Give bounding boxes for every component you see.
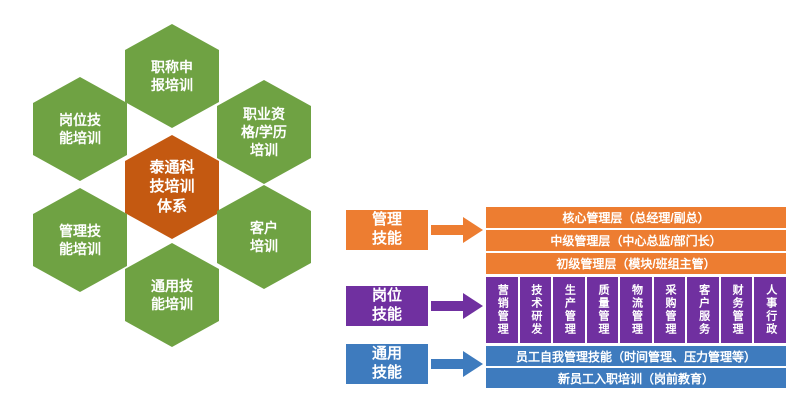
position-column-label: 技术研发 [529, 284, 542, 336]
management-row-core: 核心管理层（总经理/副总） [486, 207, 786, 228]
hexagon-label: 客户 培训 [250, 219, 278, 254]
position-column-label: 物流管理 [630, 284, 643, 336]
position-column-label: 人事行政 [764, 284, 777, 336]
position-column-logistics: 物流管理 [620, 277, 652, 343]
position-column-rnd: 技术研发 [519, 277, 552, 343]
position-column-hr-admin: 人事行政 [754, 277, 786, 343]
arrow-right-icon [431, 293, 483, 319]
hexagon-center-training-system: 泰通科 技培训 体系 [125, 135, 219, 239]
hexagon-label: 管理技 能培训 [59, 222, 101, 257]
general-row-onboarding: 新员工入职培训（岗前教育） [486, 368, 786, 388]
arrow-right-icon [431, 217, 483, 243]
hexagon-label: 职业资 格/学历 培训 [241, 105, 287, 159]
position-column-label: 营销管理 [496, 284, 509, 336]
category-label: 管理 技能 [371, 211, 402, 247]
hexagon-general-skill-training: 通用技 能培训 [125, 243, 219, 347]
general-row-self-management: 员工自我管理技能（时间管理、压力管理等） [486, 346, 786, 366]
hexagon-job-skill-training: 岗位技 能培训 [33, 77, 127, 181]
hexagon-title-application-training: 职称申 报培训 [125, 24, 219, 128]
position-column-finance: 财务管理 [720, 277, 753, 343]
position-column-quality: 质量管理 [586, 277, 619, 343]
position-column-label: 质量管理 [596, 284, 609, 336]
category-label: 通用 技能 [371, 345, 402, 381]
position-column-label: 采购管理 [664, 284, 677, 336]
position-column-customer-service: 客户服务 [687, 277, 719, 343]
position-column-label: 生产管理 [563, 284, 576, 336]
category-label: 岗位 技能 [371, 287, 402, 323]
hexagon-management-skill-training: 管理技 能培训 [33, 188, 127, 292]
hexagon-customer-training: 客户 培训 [217, 185, 311, 289]
hexagon-label: 泰通科 技培训 体系 [149, 158, 195, 215]
position-column-label: 客户服务 [697, 284, 710, 336]
general-rows: 员工自我管理技能（时间管理、压力管理等） 新员工入职培训（岗前教育） [486, 346, 786, 390]
management-row-junior: 初级管理层（模块/班组主管） [486, 253, 786, 274]
position-columns: 营销管理 技术研发 生产管理 质量管理 物流管理 采购管理 客户服务 财务管理 … [486, 277, 786, 343]
category-general-skills: 通用 技能 [346, 344, 428, 384]
hexagon-label: 职称申 报培训 [151, 58, 193, 93]
management-rows: 核心管理层（总经理/副总） 中级管理层（中心总监/部门长） 初级管理层（模块/班… [486, 207, 786, 276]
category-management-skills: 管理 技能 [346, 210, 428, 250]
position-column-label: 财务管理 [731, 284, 744, 336]
arrow-right-icon [431, 351, 483, 377]
position-column-marketing: 营销管理 [486, 277, 518, 343]
hexagon-qualification-training: 职业资 格/学历 培训 [217, 80, 311, 184]
hexagon-label: 通用技 能培训 [151, 277, 193, 312]
management-row-middle: 中级管理层（中心总监/部门长） [486, 230, 786, 251]
category-position-skills: 岗位 技能 [346, 286, 428, 326]
position-column-procurement: 采购管理 [653, 277, 686, 343]
position-column-production: 生产管理 [553, 277, 585, 343]
hexagon-label: 岗位技 能培训 [59, 111, 101, 146]
